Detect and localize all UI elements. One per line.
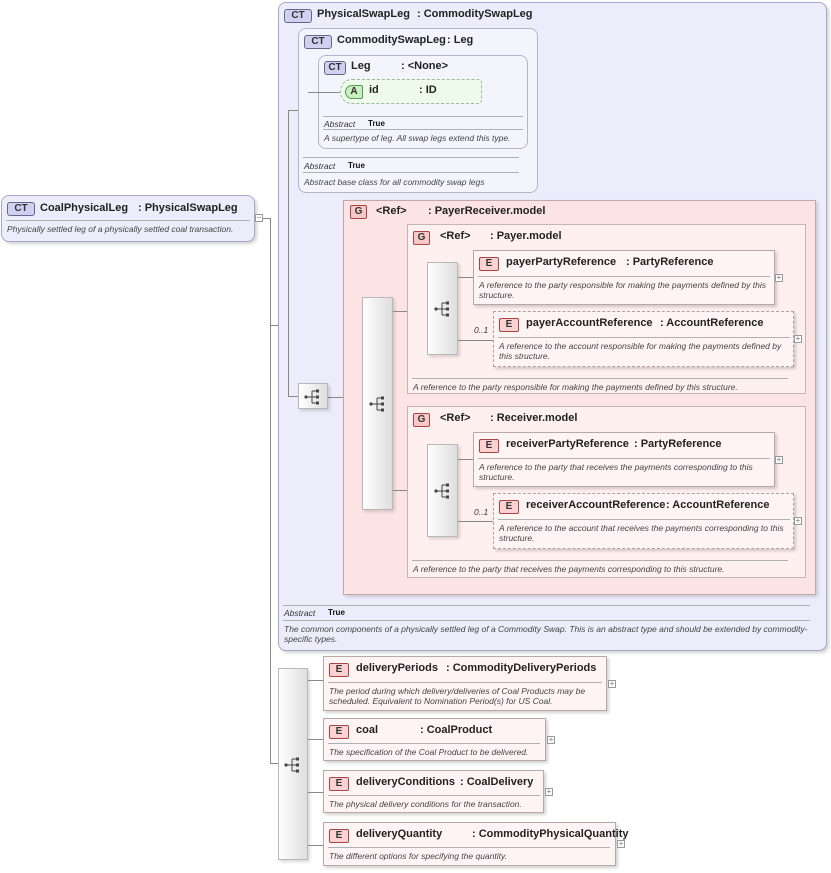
delivery-quantity-element[interactable]: E deliveryQuantity : CommodityPhysicalQu… — [323, 822, 628, 866]
id-attribute-type: : ID — [419, 84, 437, 96]
physical-swap-leg-type: : CommoditySwapLeg — [417, 8, 533, 20]
expand-icon[interactable]: + — [794, 334, 802, 343]
receiver-account-reference-element[interactable]: E receiverAccountReference : AccountRefe… — [493, 493, 794, 549]
abstract-label: Abstract — [324, 119, 356, 129]
physical-swap-leg-name: PhysicalSwapLeg — [317, 8, 410, 20]
payer-model-sequence[interactable] — [427, 262, 458, 355]
expand-icon[interactable]: + — [775, 273, 783, 282]
occurrence-label: 0..1 — [474, 325, 489, 335]
collapse-icon[interactable]: − — [255, 213, 263, 222]
delivery-periods-element[interactable]: E deliveryPeriods : CommodityDeliveryPer… — [323, 656, 607, 711]
abstract-value: True — [348, 161, 365, 170]
element-doc: A reference to the party that receives t… — [479, 462, 753, 482]
element-type: : AccountReference — [660, 317, 764, 329]
element-type: : PartyReference — [626, 256, 714, 268]
element-name: coal — [356, 724, 379, 736]
element-type: : CommodityPhysicalQuantity — [472, 828, 629, 840]
element-name: payerAccountReference — [526, 317, 653, 329]
payer-receiver-ref: <Ref> — [376, 205, 407, 217]
element-doc: A reference to the account that receives… — [499, 523, 784, 543]
expand-icon[interactable]: + — [545, 787, 553, 796]
element-type: : CommodityDeliveryPeriods — [446, 662, 597, 674]
element-icon: E — [329, 777, 349, 791]
abstract-value: True — [368, 119, 385, 128]
coal-element[interactable]: E coal : CoalProduct The specification o… — [323, 718, 546, 761]
group-icon: G — [413, 231, 430, 245]
root-name: CoalPhysicalLeg — [40, 202, 129, 214]
element-icon: E — [499, 318, 519, 332]
element-name: payerPartyReference — [506, 256, 617, 268]
element-icon: E — [329, 663, 349, 677]
payer-model-doc: A reference to the party responsible for… — [413, 382, 738, 392]
expand-icon[interactable]: + — [775, 455, 783, 464]
element-name: receiverAccountReference — [526, 499, 666, 511]
payer-receiver-sequence[interactable] — [362, 297, 393, 510]
element-type: : PartyReference — [634, 438, 722, 450]
commodity-swap-leg-type: : Leg — [447, 34, 474, 46]
payer-model-name: : Payer.model — [490, 230, 562, 242]
sequence-icon — [434, 301, 449, 317]
complex-type-icon: CT — [324, 61, 346, 75]
receiver-party-reference-element[interactable]: E receiverPartyReference : PartyReferenc… — [473, 432, 775, 487]
sequence-icon — [304, 389, 319, 405]
sequence-icon — [284, 757, 299, 773]
receiver-model-name: : Receiver.model — [490, 412, 578, 424]
expand-icon[interactable]: + — [547, 735, 555, 744]
payer-party-reference-element[interactable]: E payerPartyReference : PartyReference A… — [473, 250, 775, 305]
element-doc: The different options for specifying the… — [329, 851, 507, 861]
physical-swap-leg-doc: The common components of a physically se… — [284, 624, 808, 644]
element-type: : CoalProduct — [420, 724, 493, 736]
element-doc: The specification of the Coal Product to… — [329, 747, 529, 757]
receiver-model-doc: A reference to the party that receives t… — [413, 564, 725, 574]
receiver-model-sequence[interactable] — [427, 444, 458, 537]
id-attribute-name: id — [369, 84, 379, 96]
element-icon: E — [329, 725, 349, 739]
commodity-swap-leg-name: CommoditySwapLeg — [337, 34, 446, 46]
leg-type: : <None> — [401, 60, 449, 72]
complex-type-icon: CT — [7, 202, 35, 216]
payer-model-ref: <Ref> — [440, 230, 471, 242]
occurrence-label: 0..1 — [474, 507, 489, 517]
element-name: receiverPartyReference — [506, 438, 629, 450]
leg-name: Leg — [351, 60, 371, 72]
leg-doc: A supertype of leg. All swap legs extend… — [324, 133, 511, 143]
element-doc: The period during which delivery/deliver… — [329, 686, 586, 706]
attribute-icon: A — [345, 85, 363, 99]
coal-physical-leg-sequence[interactable] — [278, 668, 308, 860]
coal-physical-leg-box[interactable]: CT CoalPhysicalLeg : PhysicalSwapLeg Phy… — [1, 195, 255, 242]
element-icon: E — [329, 829, 349, 843]
element-doc: A reference to the party responsible for… — [479, 280, 766, 300]
element-icon: E — [499, 500, 519, 514]
element-type: : CoalDelivery — [460, 776, 534, 788]
element-icon: E — [479, 439, 499, 453]
complex-type-icon: CT — [304, 35, 332, 49]
group-icon: G — [413, 413, 430, 427]
element-name: deliveryQuantity — [356, 828, 443, 840]
delivery-conditions-element[interactable]: E deliveryConditions : CoalDelivery The … — [323, 770, 544, 813]
sequence-icon — [434, 483, 449, 499]
receiver-model-ref: <Ref> — [440, 412, 471, 424]
group-icon: G — [350, 205, 367, 219]
id-attribute-box[interactable]: A id : ID — [340, 79, 482, 104]
abstract-value: True — [328, 608, 345, 617]
payer-account-reference-element[interactable]: E payerAccountReference : AccountReferen… — [493, 311, 794, 367]
element-doc: The physical delivery conditions for the… — [329, 799, 522, 809]
root-type: : PhysicalSwapLeg — [138, 202, 238, 214]
expand-icon[interactable]: + — [794, 516, 802, 525]
commodity-swap-leg-doc: Abstract base class for all commodity sw… — [304, 177, 485, 187]
physical-swap-leg-sequence[interactable] — [298, 383, 328, 409]
abstract-label: Abstract — [304, 161, 336, 171]
sequence-icon — [369, 396, 384, 412]
element-name: deliveryConditions — [356, 776, 456, 788]
complex-type-icon: CT — [284, 9, 312, 23]
expand-icon[interactable]: + — [617, 839, 625, 848]
abstract-label: Abstract — [284, 608, 316, 618]
expand-icon[interactable]: + — [608, 679, 616, 688]
root-doc: Physically settled leg of a physically s… — [7, 224, 234, 234]
element-doc: A reference to the account responsible f… — [499, 341, 782, 361]
element-icon: E — [479, 257, 499, 271]
payer-receiver-name: : PayerReceiver.model — [428, 205, 546, 217]
element-type: : AccountReference — [666, 499, 770, 511]
element-name: deliveryPeriods — [356, 662, 438, 674]
